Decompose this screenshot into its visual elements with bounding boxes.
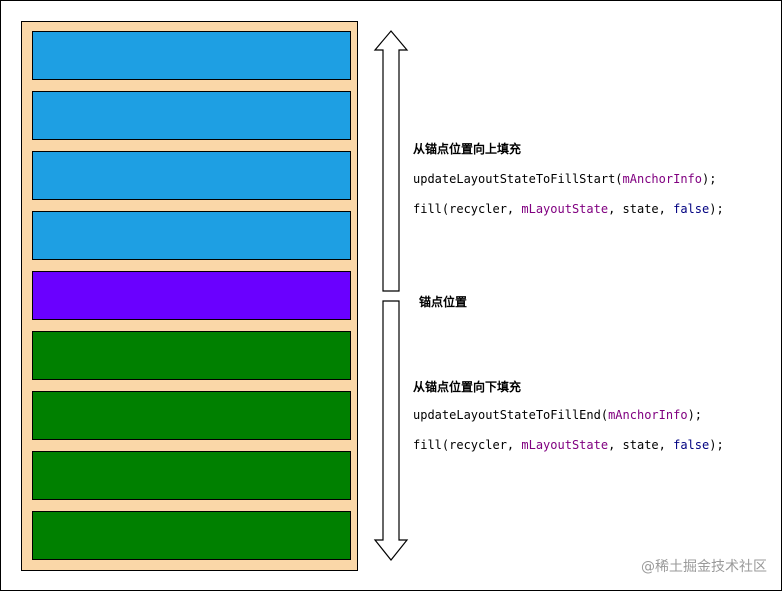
fill-up-arg: mAnchorInfo (622, 172, 702, 186)
item-below-1 (32, 331, 351, 380)
fill-up-call: updateLayoutStateToFillStart( (413, 172, 623, 186)
down-arrow (373, 300, 409, 561)
fill-up-mid: , state, (608, 202, 674, 216)
fill-up-pre: fill(recycler, (413, 202, 522, 216)
fill-down-end: ); (687, 408, 703, 422)
up-arrow (373, 30, 409, 292)
fill-down-code-line1: updateLayoutStateToFillEnd(mAnchorInfo); (413, 408, 702, 422)
fill-down-call: updateLayoutStateToFillEnd( (413, 408, 609, 422)
item-below-2 (32, 391, 351, 440)
fill-down-close: ); (709, 438, 724, 452)
fill-up-kw: false (673, 202, 710, 216)
item-above-1 (32, 31, 351, 80)
fill-up-code-line2: fill(recycler, mLayoutState, state, fals… (413, 202, 724, 216)
item-above-3 (32, 151, 351, 200)
fill-down-arg: mAnchorInfo (608, 408, 688, 422)
fill-down-kw: false (673, 438, 710, 452)
fill-down-title: 从锚点位置向下填充 (413, 380, 522, 394)
fill-down-pre: fill(recycler, (413, 438, 522, 452)
fill-up-end: ); (702, 172, 717, 186)
fill-down-code-line2: fill(recycler, mLayoutState, state, fals… (413, 438, 724, 452)
anchor-label: 锚点位置 (419, 295, 468, 309)
fill-up-var: mLayoutState (521, 202, 609, 216)
fill-direction-arrows (373, 30, 409, 561)
item-anchor (32, 271, 351, 320)
item-above-2 (32, 91, 351, 140)
item-below-4 (32, 511, 351, 560)
fill-down-mid: , state, (608, 438, 674, 452)
fill-up-title: 从锚点位置向上填充 (413, 142, 522, 156)
fill-up-close: ); (709, 202, 724, 216)
fill-down-var: mLayoutState (521, 438, 609, 452)
fill-up-code-line1: updateLayoutStateToFillStart(mAnchorInfo… (413, 172, 716, 186)
item-below-3 (32, 451, 351, 500)
watermark: @稀土掘金技术社区 (641, 559, 767, 575)
recyclerview-container (21, 21, 358, 571)
item-above-4 (32, 211, 351, 260)
